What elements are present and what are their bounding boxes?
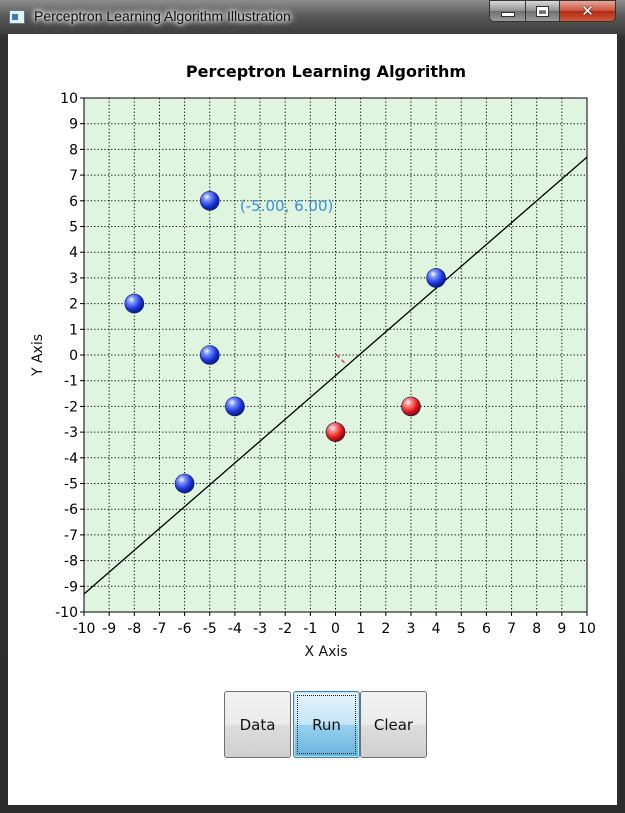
y-tick-label: -5 <box>64 477 78 493</box>
y-tick-label: 1 <box>69 322 78 338</box>
y-tick-label: 9 <box>69 117 78 133</box>
x-tick-label: -8 <box>127 621 141 637</box>
title-bar[interactable]: Perceptron Learning Algorithm Illustrati… <box>0 0 625 34</box>
y-tick-label: -7 <box>64 528 78 544</box>
data-point <box>199 345 220 365</box>
data-point <box>225 396 245 417</box>
x-tick-label: -3 <box>253 621 267 637</box>
y-tick-label: 0 <box>69 348 78 364</box>
x-tick-label: 6 <box>482 621 491 637</box>
run-button[interactable]: Run <box>293 691 360 758</box>
y-tick-label: -6 <box>64 502 78 518</box>
scatter-chart: Perceptron Learning Algorithm 1098765432… <box>30 62 596 660</box>
y-tick-label: 8 <box>69 142 78 158</box>
minimize-button[interactable] <box>489 0 526 22</box>
data-point <box>325 422 346 442</box>
y-tick-label: -4 <box>64 451 78 467</box>
close-button[interactable]: ✕ <box>559 0 616 22</box>
y-tick-label: 4 <box>69 245 78 261</box>
y-tick-label: 2 <box>69 297 78 313</box>
y-tick-label: 5 <box>69 220 78 236</box>
x-tick-label: 1 <box>356 621 365 637</box>
decision-boundary-line <box>84 156 587 595</box>
x-tick-label: -6 <box>178 621 192 637</box>
y-tick-label: -10 <box>55 605 78 621</box>
y-tick-label: -2 <box>64 399 78 415</box>
maximize-icon <box>537 6 548 16</box>
x-tick-label: 8 <box>532 621 541 637</box>
x-tick-label: -9 <box>102 621 116 637</box>
maximize-button[interactable] <box>525 0 560 22</box>
data-point <box>174 473 195 494</box>
x-tick-label: -5 <box>203 621 217 637</box>
clear-button[interactable]: Clear <box>360 691 427 758</box>
x-tick-label: 5 <box>457 621 466 637</box>
data-point <box>124 293 145 314</box>
data-point <box>199 191 220 211</box>
normal-vector-marker <box>335 353 345 364</box>
y-tick-label: 10 <box>60 91 78 107</box>
data-point <box>401 396 421 417</box>
y-tick-label: -1 <box>64 374 78 390</box>
y-axis-label: Y Axis <box>30 334 46 377</box>
x-tick-label: 9 <box>557 621 566 637</box>
y-tick-label: 3 <box>69 271 78 287</box>
y-tick-label: -3 <box>64 425 78 441</box>
annotation-label: (-5.00, 6.00) <box>240 197 333 215</box>
data-point <box>426 268 446 288</box>
x-tick-label: -1 <box>303 621 317 637</box>
x-tick-label: -10 <box>73 621 96 637</box>
x-tick-label: 0 <box>331 621 340 637</box>
close-icon: ✕ <box>581 1 594 20</box>
data-button[interactable]: Data <box>224 691 291 758</box>
x-tick-label: 3 <box>406 621 415 637</box>
decision-line-layer <box>84 156 587 595</box>
data-points <box>124 191 446 494</box>
y-tick-label: 7 <box>69 168 78 184</box>
x-tick-label: 2 <box>381 621 390 637</box>
x-tick-label: -7 <box>152 621 166 637</box>
x-tick-label: -2 <box>278 621 292 637</box>
chart-title: Perceptron Learning Algorithm <box>186 62 466 81</box>
window-title: Perceptron Learning Algorithm Illustrati… <box>34 8 291 24</box>
y-tick-label: 6 <box>69 194 78 210</box>
x-axis-label: X Axis <box>304 644 347 660</box>
x-tick-label: 7 <box>507 621 516 637</box>
x-tick-label: 10 <box>578 621 596 637</box>
y-tick-label: -9 <box>64 579 78 595</box>
y-tick-label: -8 <box>64 554 78 570</box>
x-tick-label: -4 <box>228 621 242 637</box>
minimize-icon <box>501 13 514 16</box>
grid <box>84 98 587 612</box>
x-tick-label: 4 <box>432 621 441 637</box>
app-icon <box>9 10 25 24</box>
